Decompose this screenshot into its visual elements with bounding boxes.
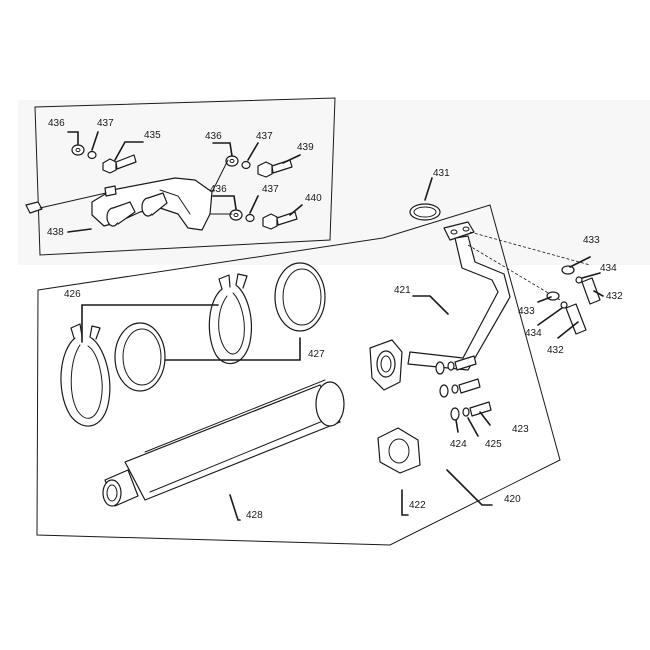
label-436-c: 436 bbox=[210, 184, 227, 195]
label-425: 425 bbox=[485, 439, 502, 450]
label-433-bottom: 433 bbox=[518, 306, 535, 317]
bracket-guide-lines bbox=[209, 159, 233, 215]
label-426: 426 bbox=[64, 289, 81, 300]
muffler-bracket-438 bbox=[25, 177, 213, 231]
label-440: 440 bbox=[305, 193, 322, 204]
label-433-top: 433 bbox=[583, 235, 600, 246]
label-432-top: 432 bbox=[606, 291, 623, 302]
muffler-428 bbox=[102, 379, 345, 507]
label-428: 428 bbox=[246, 510, 263, 521]
label-437-a: 437 bbox=[97, 118, 114, 129]
label-438: 438 bbox=[47, 227, 64, 238]
label-423: 423 bbox=[512, 424, 529, 435]
label-437-b: 437 bbox=[256, 131, 273, 142]
clamp-426 bbox=[60, 273, 252, 427]
lock-washer-437-b bbox=[241, 160, 251, 170]
fastener-set-423-425 bbox=[435, 355, 492, 421]
label-437-c: 437 bbox=[262, 184, 279, 195]
label-436-b: 436 bbox=[205, 131, 222, 142]
label-421: 421 bbox=[394, 285, 411, 296]
label-420: 420 bbox=[504, 494, 521, 505]
gasket-431 bbox=[409, 203, 441, 221]
label-422: 422 bbox=[409, 500, 426, 511]
washer-436-a bbox=[71, 144, 85, 156]
exhaust-pipe-421 bbox=[369, 221, 511, 391]
label-436-a: 436 bbox=[48, 118, 65, 129]
label-434-bottom: 434 bbox=[525, 328, 542, 339]
label-434-top: 434 bbox=[600, 263, 617, 274]
label-435: 435 bbox=[144, 130, 161, 141]
washer-436-b bbox=[225, 155, 239, 167]
label-424: 424 bbox=[450, 439, 467, 450]
stud-set-432-434 bbox=[467, 231, 601, 335]
label-427: 427 bbox=[308, 349, 325, 360]
label-431: 431 bbox=[433, 168, 450, 179]
assembly-420-outline bbox=[36, 204, 561, 546]
label-439: 439 bbox=[297, 142, 314, 153]
washer-436-c bbox=[229, 209, 243, 221]
lock-washer-437-c bbox=[245, 213, 255, 223]
bolt-439 bbox=[257, 159, 293, 178]
outlet-gasket-422 bbox=[377, 427, 421, 474]
muffler-band-427 bbox=[114, 262, 326, 392]
bolt-435 bbox=[102, 154, 137, 174]
bolt-440 bbox=[262, 211, 298, 230]
label-432-bottom: 432 bbox=[547, 345, 564, 356]
leader-lines bbox=[67, 131, 604, 521]
lock-washer-437-a bbox=[87, 150, 97, 160]
